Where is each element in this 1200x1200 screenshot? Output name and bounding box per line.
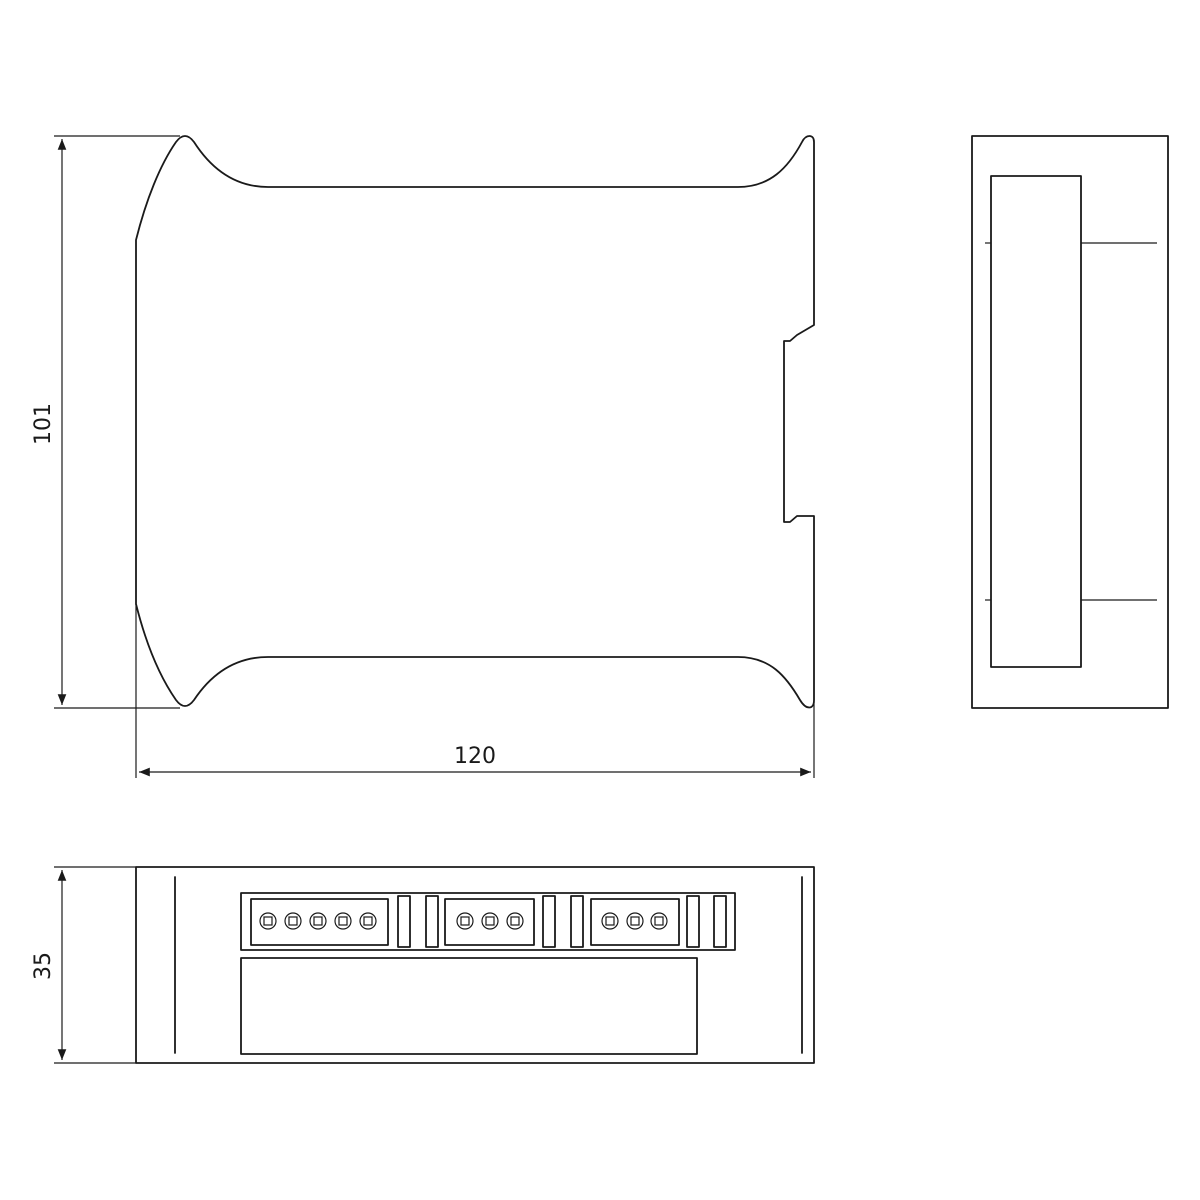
terminal-block-2 xyxy=(444,898,535,946)
terminal-pin xyxy=(359,912,377,930)
terminal-pin xyxy=(284,912,302,930)
terminal-pin xyxy=(506,912,524,930)
terminal-pin xyxy=(601,912,619,930)
terminal-divider xyxy=(542,895,556,948)
side-view-outer xyxy=(971,135,1169,709)
terminal-divider xyxy=(713,895,727,948)
terminal-pin xyxy=(626,912,644,930)
terminal-pin xyxy=(309,912,327,930)
height-dimension-label: 101 xyxy=(31,403,56,445)
side-view-inner xyxy=(990,175,1082,668)
terminal-pin xyxy=(481,912,499,930)
terminal-pin xyxy=(456,912,474,930)
terminal-divider xyxy=(686,895,700,948)
width-dimension-label: 120 xyxy=(454,744,496,769)
front-view-outline xyxy=(135,135,815,709)
top-view: 35 xyxy=(31,866,815,1064)
terminal-block-3-pins xyxy=(601,912,668,930)
side-view xyxy=(971,135,1169,709)
terminal-divider xyxy=(425,895,439,948)
terminal-block-1 xyxy=(250,898,389,946)
top-view-outer xyxy=(135,866,815,1064)
terminal-strip xyxy=(240,892,736,951)
terminal-divider xyxy=(397,895,411,948)
label-panel xyxy=(240,957,698,1055)
terminal-pin xyxy=(334,912,352,930)
terminal-block-3 xyxy=(590,898,680,946)
terminal-divider xyxy=(570,895,584,948)
terminal-pin xyxy=(259,912,277,930)
front-view: 101 120 xyxy=(31,135,815,778)
terminal-block-2-pins xyxy=(456,912,524,930)
terminal-pin xyxy=(650,912,668,930)
depth-dimension-label: 35 xyxy=(31,952,56,980)
terminal-block-1-pins xyxy=(259,912,377,930)
